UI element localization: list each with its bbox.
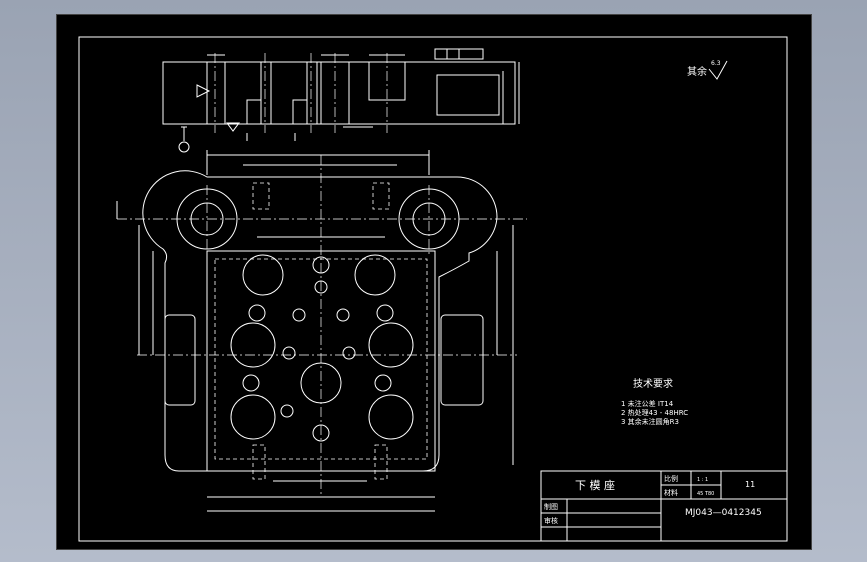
title-block bbox=[540, 470, 788, 542]
scale-label: 比例 bbox=[664, 474, 678, 483]
drawing-number: MJ043—0412345 bbox=[685, 508, 762, 518]
material-value: 45 T80 bbox=[697, 491, 714, 497]
slot-right bbox=[440, 314, 484, 406]
plate-outline bbox=[142, 170, 498, 472]
sheet-value: 11 bbox=[745, 480, 755, 489]
section-hole-3 bbox=[260, 61, 272, 125]
drawing-frame bbox=[78, 36, 788, 542]
section-hole-4 bbox=[292, 99, 308, 125]
roughness-value: 6.3 bbox=[711, 60, 721, 67]
roughness-note: 其余 bbox=[687, 65, 707, 78]
tech-req-item-2: 2 热处理43 - 48HRC bbox=[621, 408, 688, 417]
section-hole-2 bbox=[246, 99, 262, 125]
material-label: 材料 bbox=[664, 488, 678, 497]
section-hole-5 bbox=[306, 61, 318, 125]
section-hole-1 bbox=[206, 61, 226, 125]
plan-view bbox=[116, 150, 527, 512]
tech-req-item-1: 1 未注公差 IT14 bbox=[621, 399, 674, 408]
section-view bbox=[162, 48, 520, 153]
scale-value: 1 : 1 bbox=[697, 477, 708, 483]
checked-label: 审核 bbox=[544, 516, 558, 525]
tech-req-item-3: 3 其余未注圆角R3 bbox=[621, 417, 679, 426]
drawn-label: 制图 bbox=[544, 502, 558, 511]
drawing-viewport[interactable]: 其余 6.3 技术要求 1 未注公差 IT14 2 热处理43 - 48HRC … bbox=[56, 14, 812, 550]
slot-left bbox=[164, 314, 196, 406]
section-pocket-3 bbox=[436, 74, 500, 116]
roughness-icon bbox=[708, 60, 728, 80]
tech-req-title: 技术要求 bbox=[633, 377, 673, 390]
cad-drawing: 其余 6.3 技术要求 1 未注公差 IT14 2 热处理43 - 48HRC … bbox=[78, 36, 788, 542]
part-name: 下 模 座 bbox=[575, 478, 615, 492]
